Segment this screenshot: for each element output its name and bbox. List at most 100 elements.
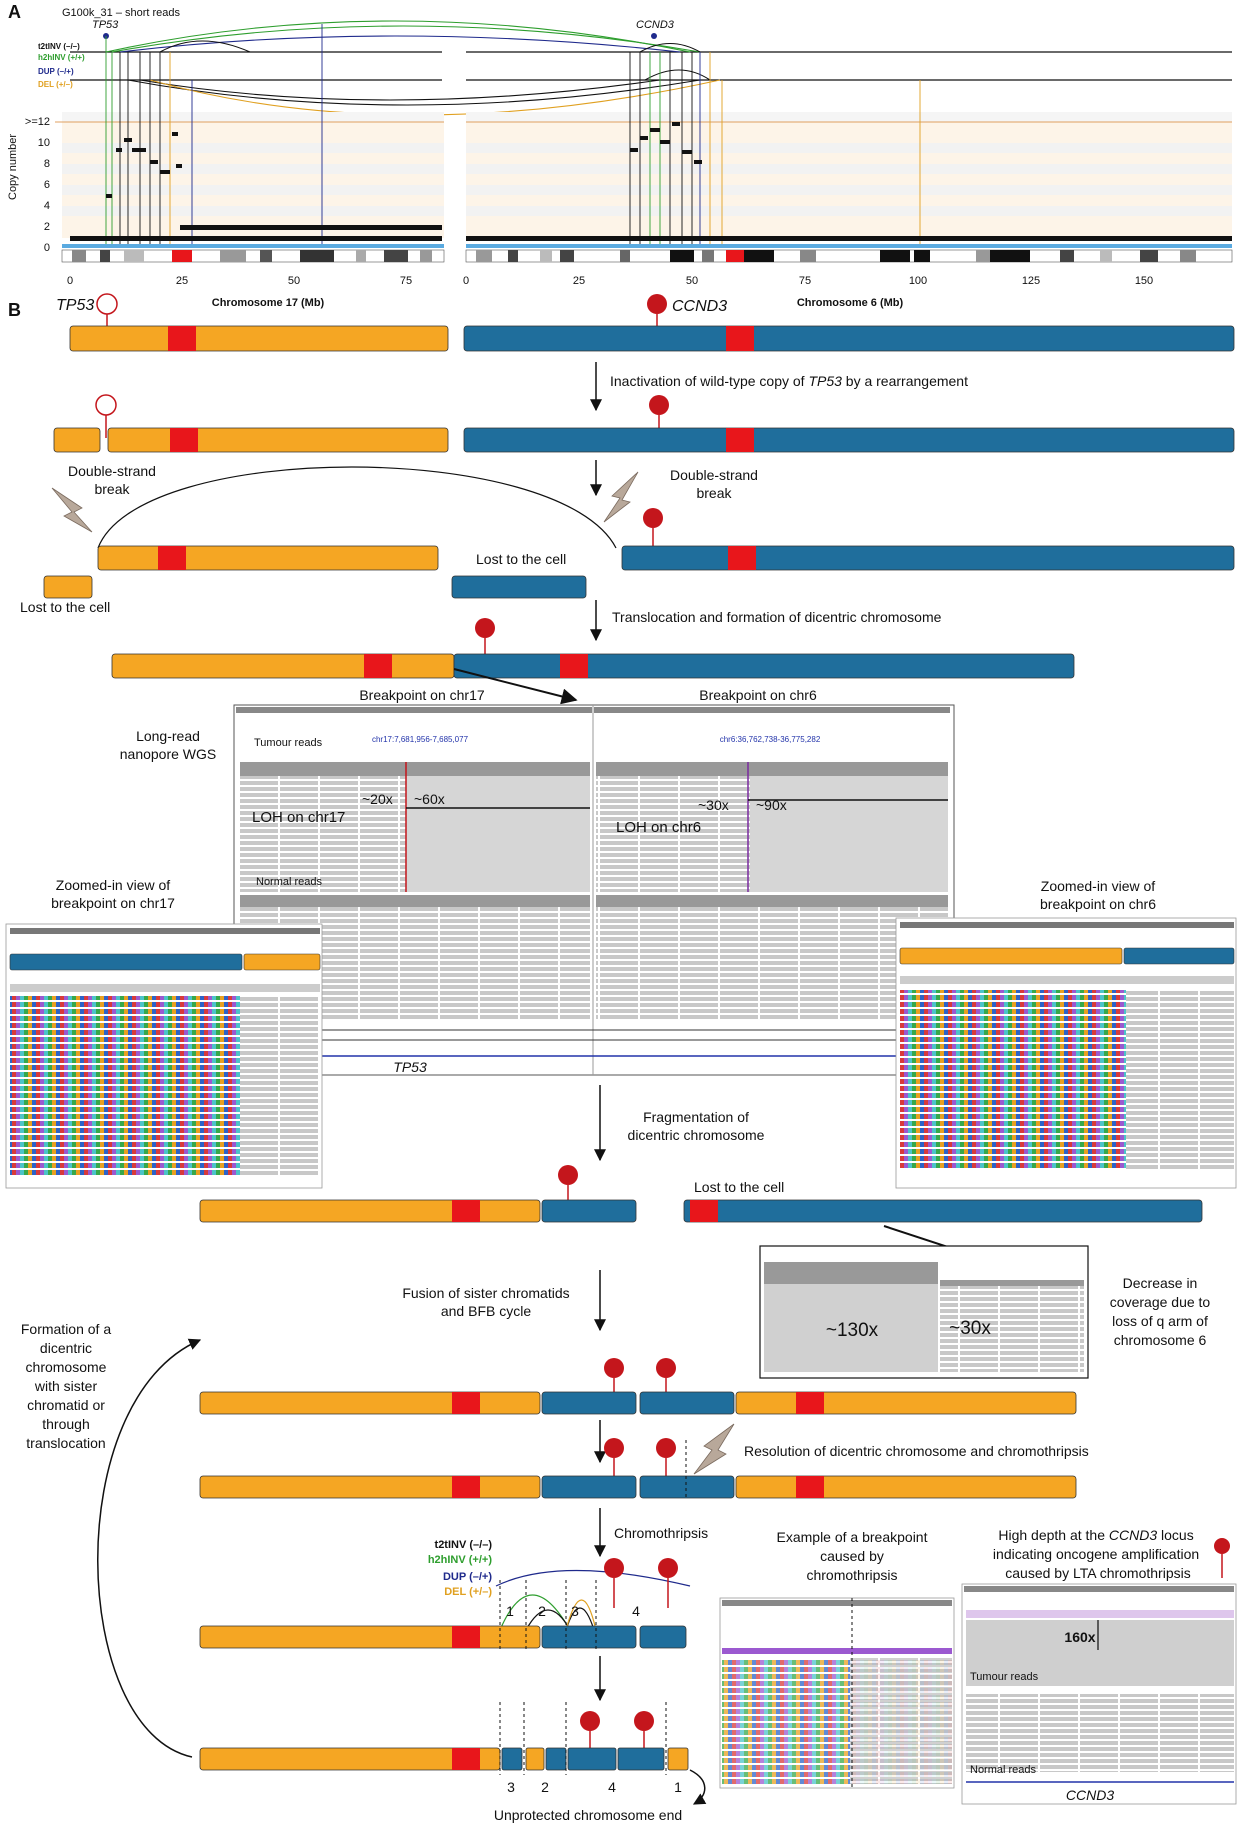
mini-legend-t2tinv: t2tINV (–/–): [435, 1539, 493, 1551]
xtick-chr6-150: 150: [1135, 275, 1153, 287]
normal-reads-label: Normal reads: [256, 876, 323, 888]
panel-b: B TP53 CCND3 Inactivation of wild-type c…: [5, 293, 1237, 1823]
panel-b-label: B: [8, 300, 21, 320]
lost-chr6-fragment: [451, 575, 587, 599]
frag-num-3: 3: [571, 1603, 579, 1619]
xtick-chr17-25: 25: [176, 275, 188, 287]
highdepth-label: High depth at the CCND3 locus indicating…: [993, 1527, 1203, 1581]
example-breakpoint-inset: [719, 1597, 955, 1789]
highdepth-inset: 160x Tumour reads Normal reads CCND3: [961, 1583, 1237, 1805]
legend-t2tinv: t2tINV (–/–): [38, 42, 80, 51]
bp-chr6-label: Breakpoint on chr6: [699, 687, 817, 703]
chromothripsis-label: Chromothripsis: [614, 1525, 708, 1541]
ccnd3-pin-legend: [1214, 1538, 1230, 1554]
gene-ccnd3-label: CCND3: [636, 19, 675, 31]
frag-num-4: 4: [632, 1603, 640, 1619]
cn-bands: [55, 112, 1232, 238]
ccnd3-pin-3: [643, 508, 663, 528]
ccnd3-pin-2: [649, 395, 669, 415]
step1-text: Inactivation of wild-type copy of TP53 b…: [610, 373, 968, 389]
xtick-chr17-50: 50: [288, 275, 300, 287]
x-axis-label-chr17: Chromosome 17 (Mb): [212, 297, 325, 309]
chr17-bar-3: [97, 545, 439, 571]
y-axis-label: Copy number: [7, 134, 19, 200]
legend-del: DEL (+/–): [38, 80, 73, 89]
unprotected-label: Unprotected chromosome end: [494, 1807, 682, 1823]
gene-tp53-label: TP53: [92, 19, 119, 31]
frag-chr17-part: [199, 1199, 541, 1223]
resolution-label: Resolution of dicentric chromosome and c…: [744, 1443, 1089, 1459]
mini-arcs: [495, 1569, 691, 1631]
tumour-reads-label: Tumour reads: [254, 737, 323, 749]
xtick-chr17-75: 75: [400, 275, 412, 287]
tp53-gene-label: TP53: [56, 297, 94, 314]
ccnd3-pin-5: [558, 1165, 578, 1185]
chromothripsis-chr17: [199, 1625, 541, 1649]
chr17-bar-1: [69, 325, 449, 352]
loh-chr17-label: LOH on chr17: [252, 809, 345, 826]
dicentric-chr17-part: [111, 653, 455, 679]
frag-num-1: 1: [506, 1603, 514, 1619]
xtick-chr6-25: 25: [573, 275, 585, 287]
ytick-12: >=12: [25, 116, 50, 128]
lost-right-label: Lost to the cell: [694, 1179, 784, 1195]
tp53-wildtype-pin: [96, 293, 118, 315]
dsb-arc: [97, 466, 617, 549]
final-num-1: 1: [674, 1779, 682, 1795]
coverage-60x: ~60x: [414, 791, 445, 807]
xtick-chr6-0: 0: [463, 275, 469, 287]
step2-text: Translocation and formation of dicentric…: [612, 609, 942, 625]
bp-chr17-label: Breakpoint on chr17: [359, 687, 485, 703]
chr17-centromere-1: [168, 326, 196, 351]
normal-reads-label-2: Normal reads: [970, 1764, 1037, 1776]
loh-chr6-label: LOH on chr6: [616, 819, 701, 836]
cn-baseline: [62, 244, 1232, 248]
lost-chr6-q-arm: [683, 1199, 1203, 1223]
bfb1-chr17-right: [735, 1391, 1077, 1415]
tp53-pin-2: [95, 394, 117, 416]
ccnd3-marker: [651, 33, 657, 39]
lost-left-label: Lost to the cell: [20, 599, 110, 615]
lightning-icon: [603, 471, 639, 523]
chr6-bar-2: [463, 427, 1235, 453]
zoom-chr6-panel: [895, 917, 1237, 1189]
mini-legend-dup: DUP (–/+): [443, 1571, 492, 1583]
lightning-icon: [693, 1423, 735, 1475]
mini-legend: t2tINV (–/–) h2hINV (+/+) DUP (–/+) DEL …: [428, 1539, 493, 1598]
bfb1-chr17-left: [199, 1391, 541, 1415]
final-num-2: 2: [541, 1779, 549, 1795]
chr17-bar-2: [107, 427, 449, 453]
legend-h2hinv: h2hINV (+/+): [38, 53, 85, 62]
bfb-cycle-arrow: [97, 1338, 202, 1758]
sv-arcs: [105, 20, 721, 116]
sv-track-lines: [70, 51, 1232, 81]
mini-legend-h2hinv: h2hINV (+/+): [428, 1554, 493, 1566]
coverage-inset: ~130x ~30x: [759, 1245, 1089, 1379]
ytick-8: 8: [44, 158, 50, 170]
chr17-fragment-2: [53, 427, 101, 453]
tumour-reads-label-2: Tumour reads: [970, 1671, 1039, 1683]
ccnd3-gene-label: CCND3: [672, 298, 727, 315]
xtick-chr6-100: 100: [909, 275, 927, 287]
ytick-2: 2: [44, 221, 50, 233]
ccnd3-track-label: CCND3: [1066, 1787, 1114, 1803]
lost-mid-label: Lost to the cell: [476, 551, 566, 567]
sv-legend: t2tINV (–/–) h2hINV (+/+) DUP (–/+) DEL …: [38, 42, 85, 89]
dicentric-chr6-part: [453, 653, 1075, 679]
tp53-track-label: TP53: [393, 1059, 427, 1075]
coverage-30x-inset: ~30x: [949, 1318, 991, 1339]
coverage-160x: 160x: [1064, 1629, 1095, 1645]
locus-chr17: chr17:7,681,956-7,685,077: [372, 735, 469, 744]
x-axis-chr17: 0 25 50 75 Chromosome 17 (Mb): [67, 275, 412, 309]
coverage-130x: ~130x: [826, 1320, 879, 1341]
ytick-10: 10: [38, 137, 50, 149]
ytick-0: 0: [44, 242, 50, 254]
locus-chr6: chr6:36,762,738-36,775,282: [720, 735, 821, 744]
coverage-30x: ~30x: [698, 797, 729, 813]
